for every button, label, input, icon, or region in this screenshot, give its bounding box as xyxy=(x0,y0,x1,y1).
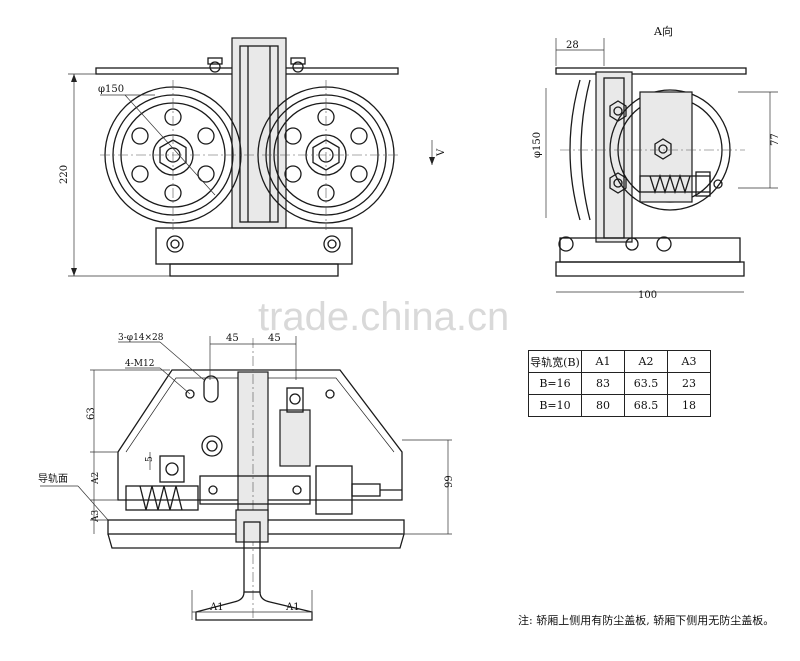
side-diameter-label: φ150 xyxy=(532,132,543,158)
front-diameter-label: φ150 xyxy=(98,84,124,95)
dim-45-left: 45 xyxy=(226,333,239,344)
spec-table: 导轨宽(B) A1 A2 A3 B=16 83 63.5 23 B=10 80 … xyxy=(528,350,711,417)
front-view xyxy=(68,37,435,277)
side-top-dim: 28 xyxy=(566,40,579,51)
spec-table-header: 导轨宽(B) A1 A2 A3 xyxy=(528,350,711,373)
thread-label: 4-M12 xyxy=(125,359,154,369)
header-a3: A3 xyxy=(667,350,711,373)
cell: 63.5 xyxy=(624,372,668,395)
table-row: B=10 80 68.5 18 xyxy=(528,394,711,417)
side-top-plate xyxy=(555,67,747,75)
cell: B=10 xyxy=(528,394,582,417)
dim-5: 5 xyxy=(145,456,155,462)
header-rail-width: 导轨宽(B) xyxy=(528,350,582,373)
holes-label: 3-φ14×28 xyxy=(118,333,164,343)
side-shoe-body xyxy=(595,71,633,243)
front-arrow-label: V xyxy=(436,148,447,157)
dim-99: 99 xyxy=(444,475,455,488)
plan-view xyxy=(40,336,452,621)
table-row: B=16 83 63.5 23 xyxy=(528,372,711,395)
side-view xyxy=(545,38,778,293)
dim-a2: A2 xyxy=(91,472,101,485)
cell: 83 xyxy=(581,372,625,395)
dim-45-right: 45 xyxy=(268,333,281,344)
cell: 23 xyxy=(667,372,711,395)
rail-face-label: 导轨面 xyxy=(38,472,68,485)
side-view-title: A向 xyxy=(653,24,673,38)
dim-a1-left: A1 xyxy=(209,602,224,613)
front-base-bracket xyxy=(155,227,353,265)
watermark: trade.china.cn xyxy=(258,295,509,339)
header-a1: A1 xyxy=(581,350,625,373)
dim-a1-right: A1 xyxy=(285,602,300,613)
cell: 18 xyxy=(667,394,711,417)
header-a2: A2 xyxy=(624,350,668,373)
side-bottom-dim: 100 xyxy=(638,290,657,301)
cell: 68.5 xyxy=(624,394,668,417)
front-height-dim: 220 xyxy=(59,165,70,184)
dim-63: 63 xyxy=(86,407,97,420)
dim-a3: A3 xyxy=(91,510,101,523)
cell: B=16 xyxy=(528,372,582,395)
side-right-dim: 77 xyxy=(770,133,781,146)
footnote: 注: 轿厢上侧用有防尘盖板, 轿厢下侧用无防尘盖板。 xyxy=(518,614,775,627)
cell: 80 xyxy=(581,394,625,417)
